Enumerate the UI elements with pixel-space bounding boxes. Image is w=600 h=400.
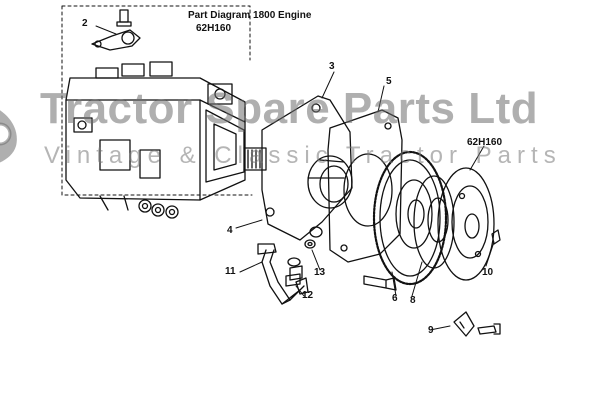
part-code-right: 62H160 [467,137,503,148]
part-code-top: 62H160 [196,23,232,34]
watermark-tagline: Vintage & Classic Tractor Parts [44,142,562,169]
callout-10: 10 [482,267,494,278]
part-gear-bolt [363,275,397,291]
part-10-clip [491,229,501,245]
callout-13: 13 [314,267,326,278]
callout-9: 9 [428,325,434,336]
callout-11: 11 [225,266,236,277]
callout-2: 2 [82,18,88,29]
diagram-title: Part Diagram 1800 Engine [188,10,312,21]
assembly-boundary [61,5,253,196]
callout-5: 5 [386,76,392,87]
watermark-company-name: Tractor Spare Parts Ltd [40,84,539,133]
part-flange-hub [437,167,495,281]
part-12-fitting [285,257,303,287]
part-injection-pump [65,61,267,211]
part-8-plate [413,175,455,269]
callout-12: 12 [302,290,314,301]
callout-3: 3 [329,61,335,72]
leader-9 [429,325,451,331]
part-4-adaptor-plate [261,95,353,241]
callout-6: 6 [392,293,398,304]
part-washers [138,199,179,219]
part-2-bracket [91,9,141,51]
part-9-tab-washer [453,311,501,337]
part-6-drive-gear [372,150,448,286]
leader-lines [95,25,495,297]
part-5-gasket [327,109,403,263]
watermark-logo [0,110,17,163]
callout-4: 4 [227,225,233,236]
part-13-seal [304,226,323,249]
callout-8: 8 [410,295,416,306]
